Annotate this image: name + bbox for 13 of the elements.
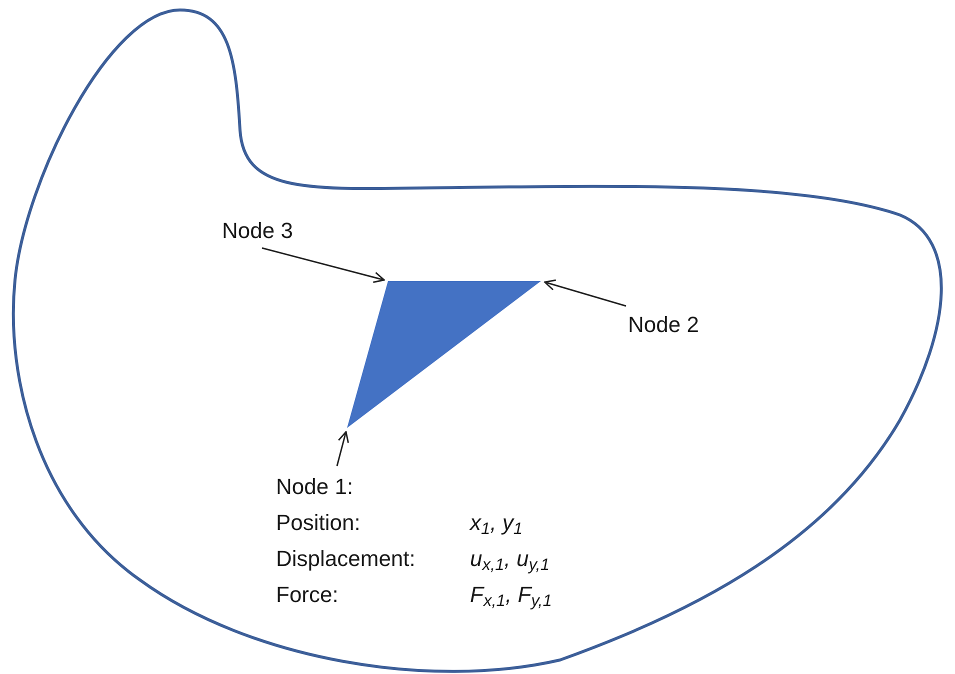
triangle-element (347, 281, 541, 428)
leader-line (336, 431, 350, 466)
variable-value: F$_{x,1}$, F$_{y,1}$ (470, 581, 552, 610)
variable-value: x$_{1}$, y$_{1}$ (470, 509, 524, 538)
node-label: Node 1: (276, 473, 354, 501)
node-label: Node 2 (628, 311, 699, 339)
property-label: Force: (276, 581, 340, 609)
leader-line (262, 247, 385, 284)
node-label: Node 3 (222, 217, 293, 245)
property-label: Displacement: (276, 545, 416, 573)
variable-value: u$_{x,1}$, u$_{y,1}$ (470, 545, 551, 574)
property-label: Position: (276, 509, 362, 537)
leader-line (544, 279, 626, 307)
